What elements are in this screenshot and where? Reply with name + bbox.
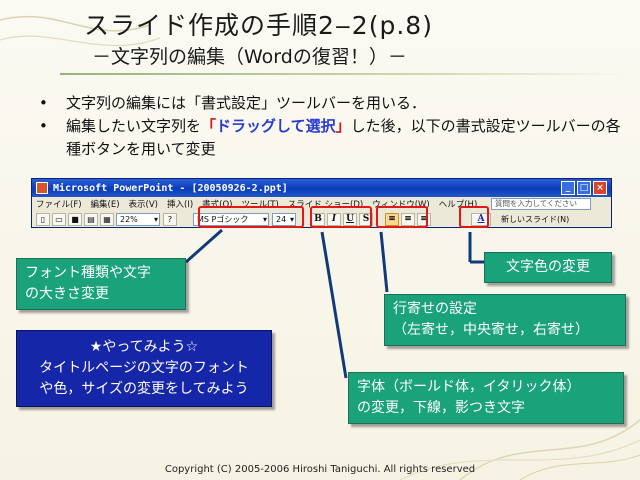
callout-align: 行寄せの設定 （左寄せ，中央寄せ，右寄せ） (384, 294, 626, 346)
formatting-toolbar: ▯ ▭ ■ ▤ ▦ 22% ? MS Pゴシック 24 B I U S ≡ ≡ … (32, 211, 611, 228)
slide-subtitle: －文字列の編集（Wordの復習！）－ (92, 46, 407, 68)
open-folder-icon[interactable]: ▭ (52, 213, 66, 226)
font-size-select[interactable]: 24 (272, 213, 296, 226)
title-underline (60, 73, 630, 75)
maximize-icon[interactable]: □ (577, 181, 591, 195)
callout-align-line2: （左寄せ，中央寄せ，右寄せ） (393, 322, 589, 338)
menu-view[interactable]: 表示(V) (128, 200, 158, 210)
menu-insert[interactable]: 挿入(I) (167, 200, 194, 210)
bullet-text-rest: した後，以下の書式設定ツールバーの各種ボタンを用いて変更 (66, 117, 621, 158)
bracket-close: 」 (335, 117, 351, 135)
align-left-icon[interactable]: ≡ (385, 213, 399, 226)
callout-font-line2: の大きさ変更 (25, 286, 109, 302)
callout-try-line2: タイトルページの文字のフォント (39, 360, 249, 376)
menu-file[interactable]: ファイル(F) (36, 200, 82, 210)
callout-try-line3: や色，サイズの変更をしてみよう (39, 381, 249, 397)
zoom-select[interactable]: 22% (116, 213, 160, 226)
powerpoint-window-screenshot: Microsoft PowerPoint - [20050926-2.ppt] … (31, 178, 612, 228)
menu-slideshow[interactable]: スライド ショー(D) (287, 200, 364, 210)
callout-style: 字体（ボールド体，イタリック体） の変更，下線，影つき文字 (348, 372, 624, 424)
window-titlebar: Microsoft PowerPoint - [20050926-2.ppt] … (32, 179, 611, 197)
bullet-item-2: 編集したい文字列を「ドラッグして選択」した後，以下の書式設定ツールバーの各種ボタ… (36, 115, 621, 161)
drag-select-emphasis: ドラッグして選択 (216, 117, 336, 135)
close-icon[interactable]: × (593, 181, 607, 195)
callout-color: 文字色の変更 (484, 252, 612, 283)
new-document-icon[interactable]: ▯ (36, 213, 50, 226)
help-question-input[interactable]: 質問を入力してください (491, 198, 591, 210)
style-group-highlight (310, 206, 372, 228)
font-name-select[interactable]: MS Pゴシック (193, 213, 269, 226)
bracket-open: 「 (201, 117, 217, 135)
font-color-icon[interactable]: A (471, 213, 491, 226)
align-group-highlight (376, 206, 428, 228)
callout-style-line1: 字体（ボールド体，イタリック体） (357, 379, 581, 395)
bullet-text: 文字列の編集には「書式設定」ツールバーを用いる． (66, 94, 427, 112)
menu-format[interactable]: 書式(O) (202, 200, 233, 210)
callout-font-line1: フォント種類や文字 (25, 265, 151, 281)
callout-align-line1: 行寄せの設定 (393, 301, 477, 317)
copyright-footer: Copyright (C) 2005-2006 Hiroshi Taniguch… (164, 464, 476, 475)
window-controls: _ □ × (561, 181, 607, 195)
bullet-text: 編集したい文字列を (66, 117, 202, 135)
underline-button[interactable]: U (343, 213, 357, 226)
menu-tools[interactable]: ツール(T) (241, 200, 279, 210)
color-group-highlight (459, 206, 489, 228)
callout-try-it: ★やってみよう☆ タイトルページの文字のフォント や色，サイズの変更をしてみよう (16, 330, 272, 407)
powerpoint-app-icon (36, 182, 48, 194)
bullet-item-1: 文字列の編集には「書式設定」ツールバーを用いる． (36, 92, 621, 115)
align-center-icon[interactable]: ≡ (401, 213, 415, 226)
minimize-icon[interactable]: _ (561, 181, 575, 195)
menu-window[interactable]: ウィンドウ(W) (372, 200, 430, 210)
grid-icon[interactable]: ▦ (100, 213, 114, 226)
window-title: Microsoft PowerPoint - [20050926-2.ppt] (53, 182, 288, 194)
new-slide-button[interactable]: 新しいスライド(N) (501, 215, 570, 224)
slide-title: スライド作成の手順2‒2(p.8) (84, 11, 433, 40)
menu-bar: ファイル(F) 編集(E) 表示(V) 挿入(I) 書式(O) ツール(T) ス… (32, 197, 611, 211)
help-icon[interactable]: ? (163, 213, 177, 226)
print-icon[interactable]: ▤ (84, 213, 98, 226)
italic-button[interactable]: I (327, 213, 341, 226)
callout-font: フォント種類や文字 の大きさ変更 (16, 258, 186, 310)
shadow-button[interactable]: S (359, 213, 373, 226)
callout-try-line1: ★やってみよう☆ (89, 339, 199, 355)
font-group-highlight (198, 206, 304, 228)
callout-color-text: 文字色の変更 (506, 259, 590, 275)
menu-help[interactable]: ヘルプ(H) (438, 200, 478, 210)
callout-style-line2: の変更，下線，影つき文字 (357, 400, 525, 416)
menu-edit[interactable]: 編集(E) (90, 200, 120, 210)
save-icon[interactable]: ■ (68, 213, 82, 226)
bullet-list: 文字列の編集には「書式設定」ツールバーを用いる． 編集したい文字列を「ドラッグし… (36, 92, 621, 161)
